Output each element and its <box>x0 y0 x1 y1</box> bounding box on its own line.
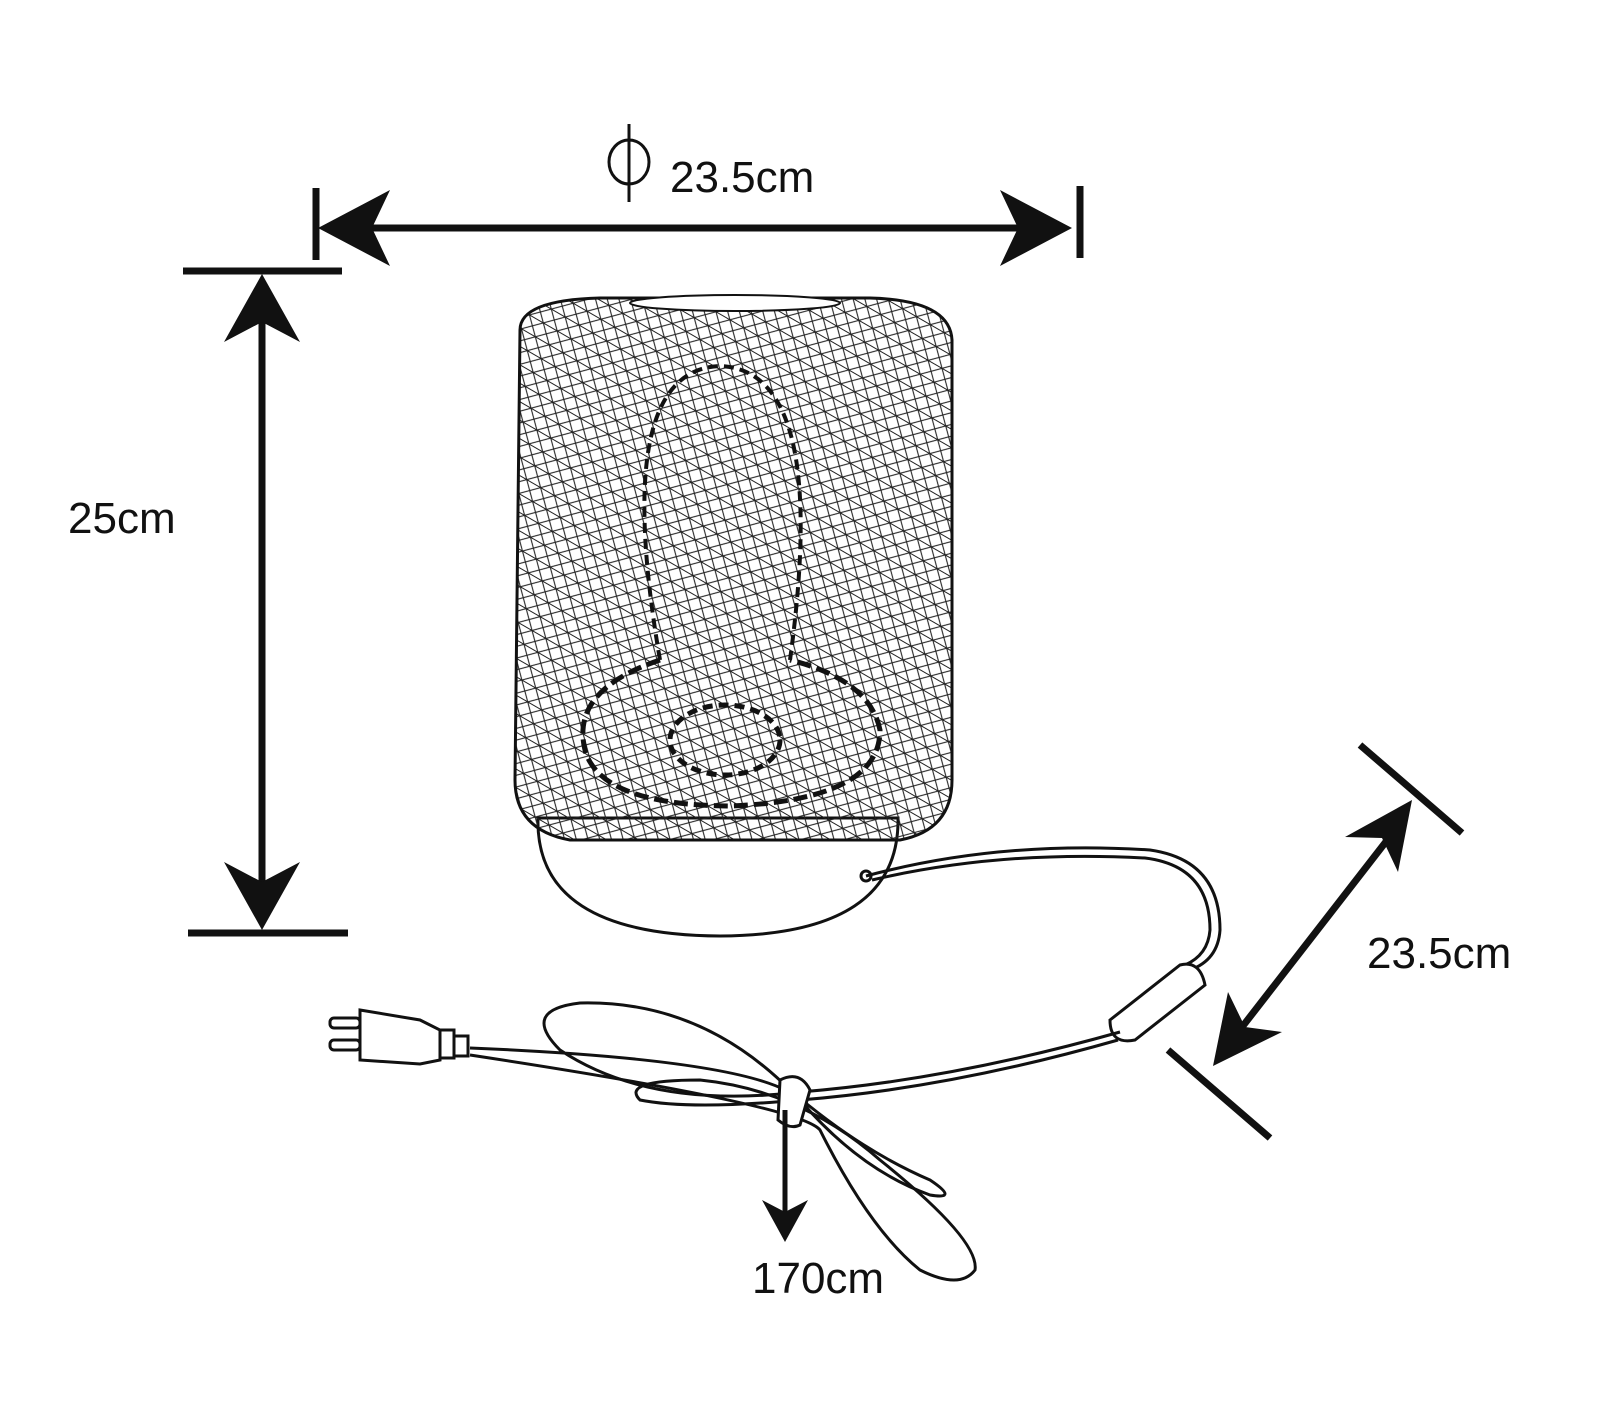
diameter-label: 23.5cm <box>670 153 815 202</box>
cord-length-label: 170cm <box>752 1254 885 1303</box>
cord-length-arrow <box>762 1110 808 1242</box>
depth-dimension <box>1165 742 1465 1141</box>
lamp-illustration <box>513 294 954 938</box>
depth-label: 23.5cm <box>1367 929 1512 978</box>
power-cord <box>469 846 1222 1282</box>
lamp-shade-outline <box>513 296 954 842</box>
height-dimension <box>183 267 348 937</box>
plug-icon <box>328 1008 470 1066</box>
height-label: 25cm <box>68 494 176 543</box>
cord-switch <box>1108 962 1207 1043</box>
diameter-symbol-icon <box>607 124 651 202</box>
diameter-dimension <box>312 186 1084 266</box>
